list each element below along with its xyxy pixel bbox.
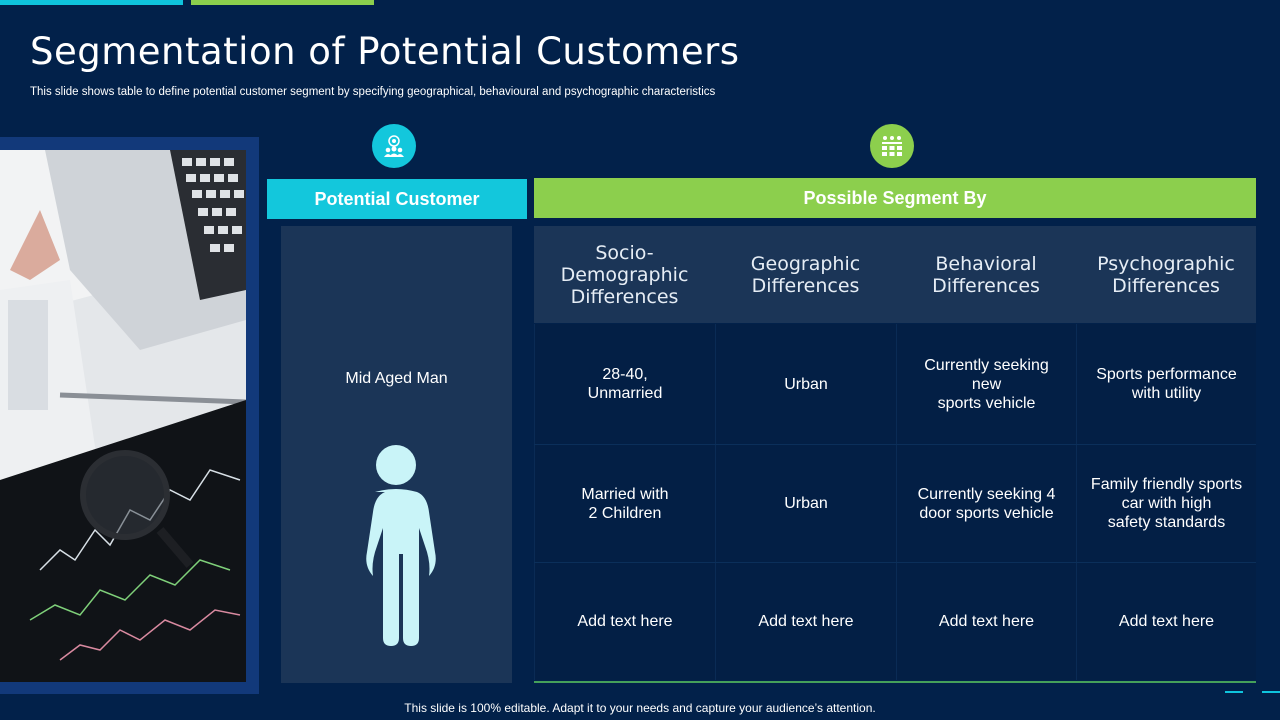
potential-customer-header-label: Potential Customer (314, 188, 480, 209)
table-cell-r3-c2[interactable]: Add text here (715, 563, 896, 680)
slide-title[interactable]: Segmentation of Potential Customers (30, 30, 740, 73)
corner-dash (1262, 691, 1280, 693)
slide-subtitle[interactable]: This slide shows table to define potenti… (30, 86, 716, 98)
desk-photo[interactable] (0, 150, 246, 682)
column-header-psychographic[interactable]: Psychographic Differences (1076, 226, 1256, 323)
row-divider (534, 444, 1256, 445)
top-accent-bar-cyan (0, 0, 183, 5)
row-divider (534, 562, 1256, 563)
column-header-socio-demographic[interactable]: Socio- Demographic Differences (534, 226, 715, 323)
desk-photo-illustration (0, 150, 246, 682)
potential-customer-header[interactable]: Potential Customer (267, 179, 527, 219)
table-cell-r1-c2[interactable]: Urban (715, 324, 896, 444)
person-icon (366, 445, 436, 646)
table-bottom-rule (534, 681, 1256, 683)
table-cell-r1-c1[interactable]: 28-40, Unmarried (534, 324, 715, 444)
top-accent-bar-green (191, 0, 374, 5)
possible-segment-header-label: Possible Segment By (803, 187, 987, 208)
target-people-glyph (384, 135, 404, 157)
table-cell-r2-c2[interactable]: Urban (715, 445, 896, 562)
table-cell-r2-c1[interactable]: Married with 2 Children (534, 445, 715, 562)
corner-dash (1225, 691, 1243, 693)
table-cell-r1-c4[interactable]: Sports performance with utility (1076, 324, 1256, 444)
table-cell-r3-c1[interactable]: Add text here (534, 563, 715, 680)
target-people-icon (372, 124, 416, 168)
column-header-geographic[interactable]: Geographic Differences (715, 226, 896, 323)
photo-frame (0, 137, 259, 694)
segmentation-glyph (882, 136, 902, 156)
table-cell-r3-c4[interactable]: Add text here (1076, 563, 1256, 680)
segmentation-icon (870, 124, 914, 168)
customer-panel: Mid Aged Man (281, 226, 512, 683)
table-cell-r3-c3[interactable]: Add text here (896, 563, 1076, 680)
table-cell-r2-c4[interactable]: Family friendly sports car with high saf… (1076, 445, 1256, 562)
customer-name[interactable]: Mid Aged Man (345, 370, 448, 387)
table-cell-r2-c3[interactable]: Currently seeking 4 door sports vehicle (896, 445, 1076, 562)
table-cell-r1-c3[interactable]: Currently seeking new sports vehicle (896, 324, 1076, 444)
possible-segment-header[interactable]: Possible Segment By (534, 178, 1256, 218)
footer-note: This slide is 100% editable. Adapt it to… (404, 701, 876, 715)
column-header-behavioral[interactable]: Behavioral Differences (896, 226, 1076, 323)
